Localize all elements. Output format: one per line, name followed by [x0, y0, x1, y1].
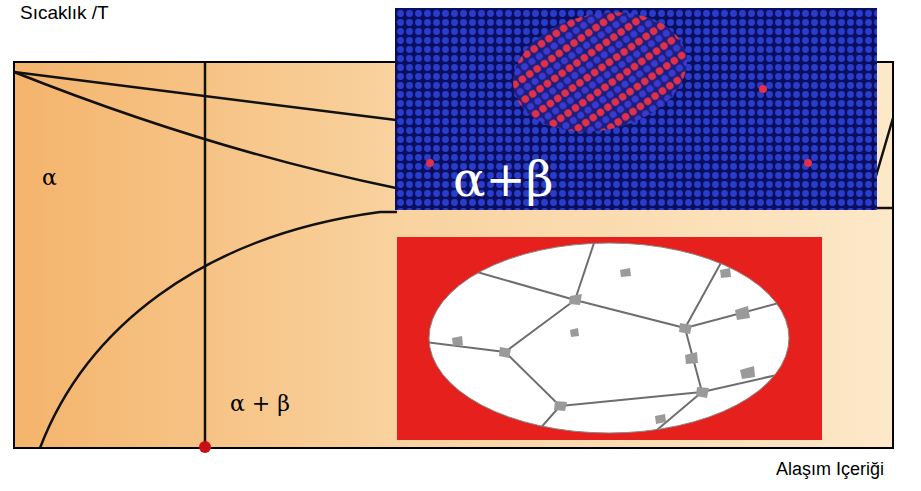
grain-view	[429, 243, 789, 433]
precipitate-particles	[452, 268, 755, 424]
microstructure-inset	[397, 237, 822, 440]
solute-atom	[804, 159, 812, 167]
phase-label: α + β	[230, 392, 290, 416]
axis-title: Alaşım Içeriği	[776, 460, 884, 480]
precipitate	[500, 0, 700, 150]
phase-label: α+β	[453, 153, 553, 206]
grain-boundaries	[425, 240, 790, 440]
solvus-curve	[40, 212, 397, 448]
solute-atom	[426, 159, 434, 167]
solute-atom	[759, 85, 767, 93]
composition-line	[204, 62, 207, 447]
composition-dot	[199, 441, 211, 453]
axis-title: Sıcaklık /T	[20, 3, 109, 24]
phase-boundary	[876, 118, 893, 176]
inset-panel: α+β	[395, 8, 877, 210]
phase-label: α	[42, 166, 57, 190]
phase-boundary	[876, 207, 893, 210]
